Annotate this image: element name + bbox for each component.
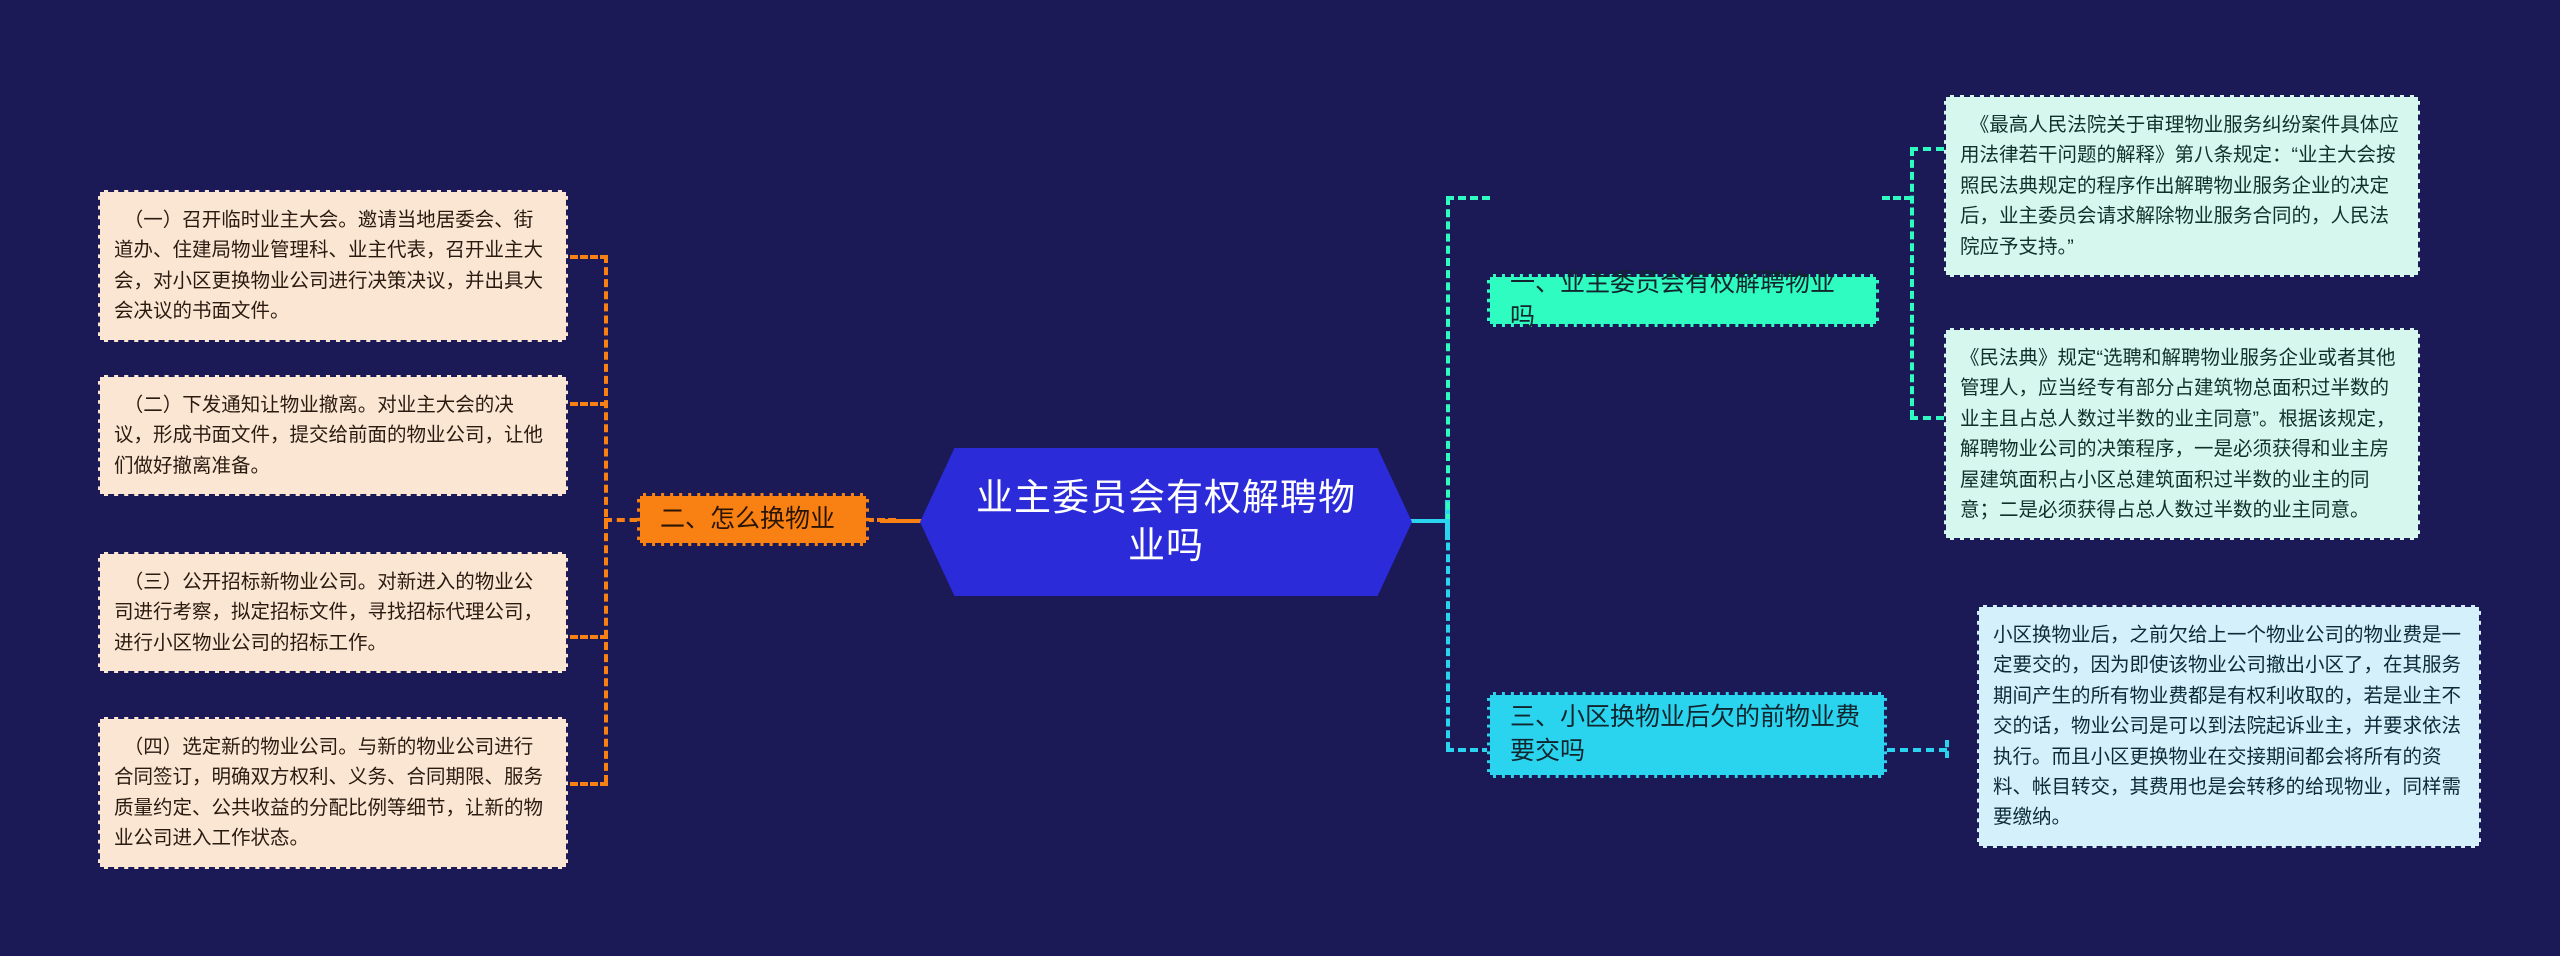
leaf-box-1-2[interactable]: 《民法典》规定“选聘和解聘物业服务企业或者其他管理人，应当经专有部分占建筑物总面… bbox=[1944, 328, 2420, 541]
leaf-box-2-3[interactable]: （三）公开招标新物业公司。对新进入的物业公司进行考察，拟定招标文件，寻找招标代理… bbox=[98, 552, 568, 674]
branch-node-3[interactable]: 三、小区换物业后欠的前物业费要交吗 bbox=[1487, 692, 1887, 778]
connector-branch-3-spine bbox=[1945, 740, 1949, 758]
connector-branch-1-spine bbox=[1910, 148, 1914, 418]
connector-center-to-left bbox=[880, 519, 922, 523]
leaf-box-2-1[interactable]: （一）召开临时业主大会。邀请当地居委会、街道办、住建局物业管理科、业主代表，召开… bbox=[98, 190, 568, 342]
connector-branch-2-leaf-1 bbox=[570, 255, 608, 259]
connector-to-branch-1 bbox=[1446, 196, 1490, 200]
connector-branch-2-leaf-2 bbox=[570, 402, 608, 406]
branch-node-2[interactable]: 二、怎么换物业 bbox=[637, 493, 869, 546]
leaf-box-2-2[interactable]: （二）下发通知让物业撤离。对业主大会的决议，形成书面文件，提交给前面的物业公司，… bbox=[98, 375, 568, 497]
connector-branch-1-leaf-2 bbox=[1910, 416, 1944, 420]
connector-center-to-right-spine bbox=[1405, 519, 1449, 523]
connector-branch-2-leaf-3 bbox=[570, 635, 608, 639]
connector-right-spine-lower bbox=[1446, 519, 1450, 750]
center-node[interactable]: 业主委员会有权解聘物业吗 bbox=[920, 448, 1412, 596]
leaf-box-2-4[interactable]: （四）选定新的物业公司。与新的物业公司进行合同签订，明确双方权利、义务、合同期限… bbox=[98, 717, 568, 869]
leaf-box-1-1[interactable]: 《最高人民法院关于审理物业服务纠纷案件具体应用法律若干问题的解释》第八条规定：“… bbox=[1944, 95, 2420, 278]
connector-left-to-branch-2 bbox=[866, 518, 896, 522]
connector-right-spine-upper bbox=[1446, 197, 1450, 522]
connector-to-branch-3 bbox=[1446, 748, 1490, 752]
connector-branch-3-stub bbox=[1887, 748, 1947, 752]
connector-branch-1-leaf-1 bbox=[1910, 147, 1944, 151]
branch-node-1[interactable]: 一、业主委员会有权解聘物业吗 bbox=[1487, 269, 1879, 331]
leaf-box-3-1[interactable]: 小区换物业后，之前欠给上一个物业公司的物业费是一定要交的，因为即使该物业公司撤出… bbox=[1977, 605, 2481, 848]
connector-branch-2-leaf-4 bbox=[570, 782, 608, 786]
connector-branch-1-stub bbox=[1882, 196, 1912, 200]
